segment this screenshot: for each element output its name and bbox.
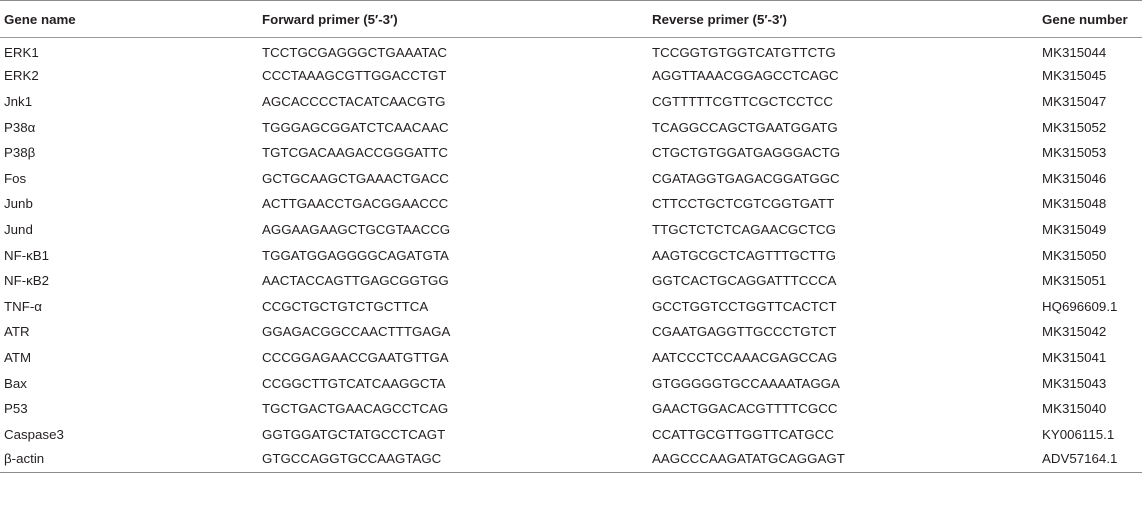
cell-reverse-primer: CGTTTTTCGTTCGCTCCTCC [652,93,833,109]
cell-gene-number: MK315041 [1042,349,1107,365]
table-row: Jnk1 AGCACCCCTACATCAACGTG CGTTTTTCGTTCGC… [0,89,1142,115]
cell-reverse-primer: TCCGGTGTGGTCATGTTCTG [652,45,836,61]
cell-forward-primer: ACTTGAACCTGACGGAACCC [262,196,449,212]
cell-gene-number: HQ696609.1 [1042,298,1118,314]
cell-reverse-primer: GTGGGGGTGCCAAAATAGGA [652,375,840,391]
cell-gene-name: Caspase3 [4,426,64,442]
cell-gene-number: MK315050 [1042,247,1107,263]
table-row: TNF-α CCGCTGCTGTCTGCTTCA GCCTGGTCCTGGTTC… [0,293,1142,319]
table-row: Junb ACTTGAACCTGACGGAACCC CTTCCTGCTCGTCG… [0,191,1142,217]
table-row: P38α TGGGAGCGGATCTCAACAAC TCAGGCCAGCTGAA… [0,114,1142,140]
cell-forward-primer: AGCACCCCTACATCAACGTG [262,93,446,109]
cell-forward-primer: GGTGGATGCTATGCCTCAGT [262,426,446,442]
cell-gene-number: MK315049 [1042,221,1107,237]
cell-gene-number: MK315046 [1042,170,1107,186]
cell-gene-name: Jund [4,221,33,237]
cell-reverse-primer: TTGCTCTCTCAGAACGCTCG [652,221,836,237]
header-gene-name: Gene name [0,0,258,38]
table-row: β-actin GTGCCAGGTGCCAAGTAGC AAGCCCAAGATA… [0,447,1142,474]
cell-forward-primer: TGGATGGAGGGGCAGATGTA [262,247,449,263]
table-row: NF-κB2 AACTACCAGTTGAGCGGTGG GGTCACTGCAGG… [0,268,1142,294]
table-body: ERK1 TCCTGCGAGGGCTGAAATAC TCCGGTGTGGTCAT… [0,38,1142,474]
cell-reverse-primer: AATCCCTCCAAACGAGCCAG [652,349,838,365]
primer-table: Gene name Forward primer (5′-3′) Reverse… [0,0,1142,474]
cell-reverse-primer: AGGTTAAACGGAGCCTCAGC [652,68,839,84]
cell-gene-name: ERK2 [4,68,39,84]
cell-reverse-primer: CTGCTGTGGATGAGGGACTG [652,145,841,161]
table-row: P38β TGTCGACAAGACCGGGATTC CTGCTGTGGATGAG… [0,140,1142,166]
cell-gene-name: ATR [4,324,30,340]
cell-reverse-primer: CGATAGGTGAGACGGATGGC [652,170,840,186]
header-forward-primer: Forward primer (5′-3′) [258,0,648,38]
cell-gene-number: MK315040 [1042,401,1107,417]
cell-reverse-primer: GAACTGGACACGTTTTCGCC [652,401,838,417]
cell-forward-primer: GCTGCAAGCTGAAACTGACC [262,170,449,186]
cell-gene-number: MK315043 [1042,375,1107,391]
table-row: P53 TGCTGACTGAACAGCCTCAG GAACTGGACACGTTT… [0,396,1142,422]
cell-reverse-primer: CCATTGCGTTGGTTCATGCC [652,426,834,442]
table-row: Fos GCTGCAAGCTGAAACTGACC CGATAGGTGAGACGG… [0,165,1142,191]
table-row: ATR GGAGACGGCCAACTTTGAGA CGAATGAGGTTGCCC… [0,319,1142,345]
cell-gene-number: MK315045 [1042,68,1107,84]
cell-gene-number: MK315042 [1042,324,1107,340]
cell-forward-primer: TGCTGACTGAACAGCCTCAG [262,401,449,417]
cell-reverse-primer: CGAATGAGGTTGCCCTGTCT [652,324,837,340]
cell-gene-name: Junb [4,196,33,212]
cell-forward-primer: CCGGCTTGTCATCAAGGCTA [262,375,446,391]
cell-gene-number: MK315052 [1042,119,1107,135]
table-row: ATM CCCGGAGAACCGAATGTTGA AATCCCTCCAAACGA… [0,345,1142,371]
cell-reverse-primer: CTTCCTGCTCGTCGGTGATT [652,196,835,212]
cell-forward-primer: GTGCCAGGTGCCAAGTAGC [258,447,648,474]
cell-gene-name: P38β [4,145,36,161]
table-row: Jund AGGAAGAAGCTGCGTAACCG TTGCTCTCTCAGAA… [0,217,1142,243]
table-header-row: Gene name Forward primer (5′-3′) Reverse… [0,0,1142,38]
cell-forward-primer: AACTACCAGTTGAGCGGTGG [262,273,449,289]
cell-gene-name: TNF-α [4,298,42,314]
cell-gene-name: P38α [4,119,36,135]
cell-gene-name: Jnk1 [4,93,33,109]
header-reverse-primer: Reverse primer (5′-3′) [648,0,1038,38]
table-row: Caspase3 GGTGGATGCTATGCCTCAGT CCATTGCGTT… [0,421,1142,447]
cell-gene-name: NF-κB1 [4,247,50,263]
cell-gene-name: Fos [4,170,27,186]
table-row: ERK1 TCCTGCGAGGGCTGAAATAC TCCGGTGTGGTCAT… [0,38,1142,64]
cell-forward-primer: CCGCTGCTGTCTGCTTCA [262,298,429,314]
table-row: ERK2 CCCTAAAGCGTTGGACCTGT AGGTTAAACGGAGC… [0,63,1142,89]
cell-forward-primer: TGTCGACAAGACCGGGATTC [262,145,448,161]
cell-forward-primer: CCCGGAGAACCGAATGTTGA [262,349,449,365]
cell-gene-name: ERK1 [4,45,39,61]
cell-gene-number: MK315044 [1042,45,1107,61]
cell-forward-primer: GGAGACGGCCAACTTTGAGA [262,324,451,340]
header-gene-number: Gene number [1038,0,1142,38]
table-row: Bax CCGGCTTGTCATCAAGGCTA GTGGGGGTGCCAAAA… [0,370,1142,396]
table-row: NF-κB1 TGGATGGAGGGGCAGATGTA AAGTGCGCTCAG… [0,242,1142,268]
cell-reverse-primer: TCAGGCCAGCTGAATGGATG [652,119,838,135]
cell-forward-primer: AGGAAGAAGCTGCGTAACCG [262,221,451,237]
cell-gene-name: P53 [4,401,28,417]
cell-gene-name: Bax [4,375,27,391]
cell-gene-number: MK315048 [1042,196,1107,212]
cell-reverse-primer: AAGCCCAAGATATGCAGGAGT [648,447,1038,474]
cell-forward-primer: TCCTGCGAGGGCTGAAATAC [262,45,447,61]
cell-gene-number: MK315051 [1042,273,1107,289]
cell-gene-name: ATM [4,349,32,365]
cell-gene-number: MK315047 [1042,93,1107,109]
cell-reverse-primer: GCCTGGTCCTGGTTCACTCT [652,298,837,314]
cell-gene-number: MK315053 [1042,145,1107,161]
cell-reverse-primer: AAGTGCGCTCAGTTTGCTTG [652,247,836,263]
cell-forward-primer: TGGGAGCGGATCTCAACAAC [262,119,449,135]
cell-reverse-primer: GGTCACTGCAGGATTTCCCA [652,273,837,289]
cell-gene-name: β-actin [0,447,258,474]
cell-gene-number: ADV57164.1 [1038,447,1142,474]
cell-gene-name: NF-κB2 [4,273,50,289]
cell-forward-primer: CCCTAAAGCGTTGGACCTGT [262,68,447,84]
cell-gene-number: KY006115.1 [1042,426,1115,442]
